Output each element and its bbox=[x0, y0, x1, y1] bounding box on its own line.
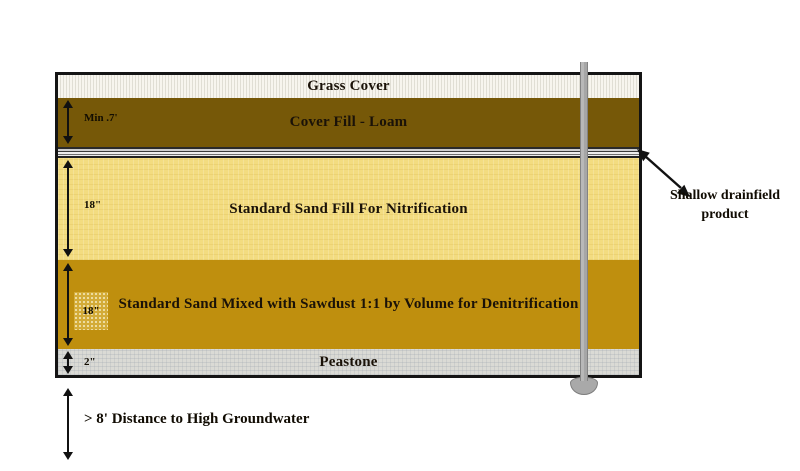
arrow-shaft bbox=[67, 268, 69, 341]
dimension-label-nitrification: 18" bbox=[84, 199, 102, 211]
groundwater-dimension-arrow bbox=[62, 388, 74, 460]
dimension-label-denitrification: 18" bbox=[82, 305, 100, 317]
callout-arrow-icon bbox=[637, 149, 690, 197]
callout-shallow-drainfield: Shallow drainfield product bbox=[650, 187, 800, 225]
observation-pipe bbox=[580, 62, 588, 381]
denitrification-sand-label: Standard Sand Mixed with Sawdust 1:1 by … bbox=[118, 296, 579, 313]
arrow-shaft bbox=[67, 165, 69, 252]
layer-denitrification-sand: Standard Sand Mixed with Sawdust 1:1 by … bbox=[58, 260, 639, 349]
grass-cover-label: Grass Cover bbox=[307, 78, 390, 95]
layer-cover-fill-loam: Cover Fill - Loam bbox=[58, 98, 639, 147]
layer-nitrification-sand: Standard Sand Fill For Nitrification bbox=[58, 158, 639, 260]
soil-profile-box: Grass Cover Cover Fill - Loam Standard S… bbox=[55, 72, 642, 378]
callout-line-2: product bbox=[701, 206, 749, 222]
layer-grass-cover: Grass Cover bbox=[58, 75, 639, 98]
peastone-label: Peastone bbox=[319, 353, 378, 370]
dimension-arrow-nitrification bbox=[62, 160, 74, 257]
dimension-label-cover-fill: Min .7' bbox=[84, 112, 118, 124]
callout-line-1: Shallow drainfield bbox=[669, 188, 781, 203]
dimension-arrow-denitrification bbox=[62, 263, 74, 346]
groundwater-note: > 8' Distance to High Groundwater bbox=[84, 411, 310, 427]
dimension-arrow-peastone bbox=[62, 351, 74, 374]
dimension-tag-denitrification: 18" bbox=[74, 292, 108, 330]
dimension-label-peastone: 2" bbox=[84, 356, 96, 368]
arrow-shaft bbox=[67, 393, 69, 455]
layer-peastone: Peastone bbox=[58, 349, 639, 375]
cover-fill-loam-label: Cover Fill - Loam bbox=[289, 114, 408, 131]
nitrification-sand-label: Standard Sand Fill For Nitrification bbox=[229, 200, 468, 217]
arrow-shaft bbox=[67, 105, 69, 139]
arrow-shaft bbox=[67, 356, 69, 369]
dimension-arrow-cover-fill bbox=[62, 100, 74, 144]
layer-drainfield-product-strip bbox=[58, 147, 639, 158]
